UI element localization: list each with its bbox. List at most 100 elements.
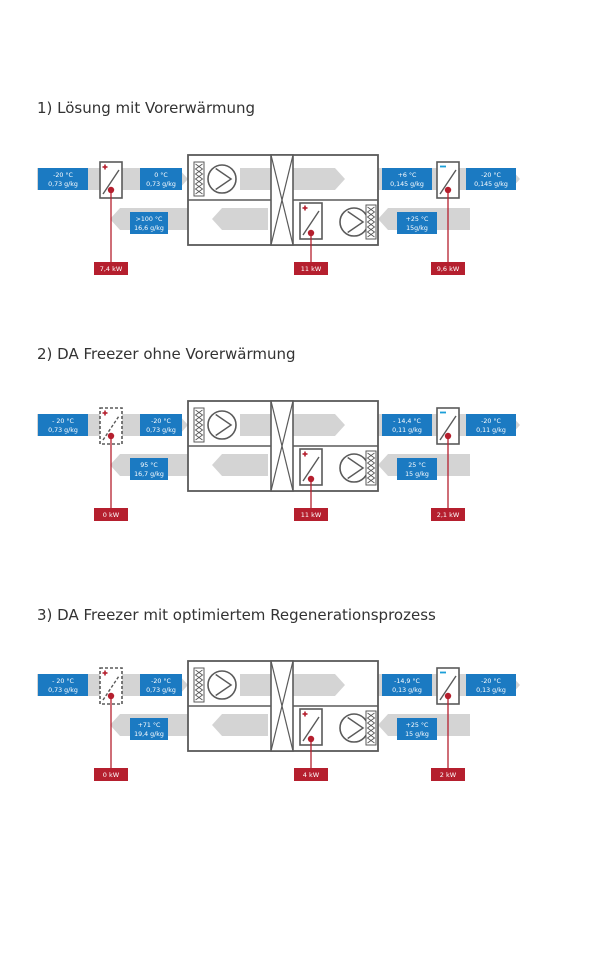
connection-dot: [444, 432, 452, 440]
filter-zigzag: [194, 669, 204, 701]
section-3: 3) DA Freezer mit optimiertem Regenerati…: [0, 0, 591, 624]
connection-dot: [107, 186, 115, 194]
unit-outlet-values: +6 °C0,145 g/kg: [382, 168, 432, 190]
heater-coil-icon: [99, 161, 123, 199]
fan-blade: [215, 413, 233, 437]
humidity-label: 0,73 g/kg: [48, 687, 78, 694]
filter-zigzag: [366, 206, 376, 238]
preheater-power: 7,4 kW: [94, 186, 128, 275]
coil-diagonal: [439, 415, 457, 441]
filter-zigzag: [366, 712, 376, 744]
diagram-2: - 20 °C0,73 g/kg-20 °C0,73 g/kg- 14,4 °C…: [37, 400, 520, 521]
preheated-air-values: 0 °C0,73 g/kg: [140, 168, 182, 190]
temperature-label: +25 °C: [406, 215, 429, 223]
humidity-label: 0,145 g/kg: [474, 181, 508, 188]
unit-outlet-values-bg: [382, 414, 432, 436]
coil-diagonal: [439, 675, 457, 701]
power-label: 0 kW: [103, 511, 120, 519]
inlet-air-values: - 20 °C0,73 g/kg: [38, 414, 88, 436]
fan-housing: [207, 670, 237, 700]
humidity-label: 15 g/kg: [405, 471, 429, 478]
preheated-air-values-bg: [140, 674, 182, 696]
fan-icon: [339, 453, 369, 483]
exhaust-air-values: +71 °C 19,4 g/kg: [130, 718, 168, 740]
power-label: 0 kW: [103, 771, 120, 779]
fan-icon: [339, 207, 369, 237]
heater-coil-icon: [299, 708, 323, 746]
regeneration-air-values-bg: [397, 718, 437, 740]
coil-diagonal: [302, 456, 320, 482]
internal-exhaust-arrow: [212, 714, 268, 736]
inlet-air-values-bg: [38, 414, 88, 436]
temperature-label: +71 °C: [138, 721, 161, 729]
temperature-label: -20 °C: [151, 677, 171, 685]
preheated-air-values-bg: [140, 168, 182, 190]
exhaust-air-values: >100 °C16,6 g/kg: [130, 212, 168, 234]
power-badge: [431, 768, 465, 781]
unit-outlet-values: -14,9 °C0,13 g/kg: [382, 674, 432, 696]
connection-dot: [307, 229, 315, 237]
heat-exchanger-icon: [270, 660, 294, 752]
temperature-label: - 20 °C: [52, 677, 74, 685]
humidity-label: 0,13 g/kg: [392, 687, 422, 694]
filter-zigzag: [366, 206, 376, 238]
fan-blade: [347, 456, 365, 480]
power-label: 9,6 kW: [437, 265, 460, 273]
coil-diagonal: [102, 169, 120, 195]
humidity-label: 0,73 g/kg: [48, 181, 78, 188]
filter-frame: [193, 161, 205, 197]
filter-frame: [365, 204, 377, 240]
inlet-air-values-bg: [38, 168, 88, 190]
temperature-label: 25 °C: [408, 461, 426, 469]
rotor-diagonal: [270, 154, 294, 246]
filter-frame: [365, 450, 377, 486]
humidity-label: 19,4 g/kg: [134, 731, 164, 738]
regeneration-air-values-bg: [397, 458, 437, 480]
fan-blade: [347, 210, 365, 234]
temperature-label: -20 °C: [481, 417, 501, 425]
connection-dot: [444, 692, 452, 700]
power-badge: [294, 262, 328, 275]
regeneration-air-values: 25 °C 15 g/kg: [397, 458, 437, 480]
power-label: 7,4 kW: [100, 265, 123, 273]
inlet-air-values-bg: [38, 674, 88, 696]
unit-outlet-values-bg: [382, 168, 432, 190]
temperature-label: -20 °C: [481, 171, 501, 179]
supply-air-values-bg: [466, 168, 516, 190]
regeneration-air-values-bg: [397, 212, 437, 234]
heat-exchanger-icon: [270, 154, 294, 246]
supply-air-values-bg: [466, 414, 516, 436]
regen-heater-power: 11 kW: [294, 475, 328, 521]
humidity-label: 0,11 g/kg: [392, 427, 422, 434]
rotor-diagonal: [270, 660, 294, 752]
fan-blade: [347, 716, 365, 740]
heater-coil-icon: [99, 667, 123, 705]
regen-heater-power: 4 kW: [294, 735, 328, 781]
power-label: 11 kW: [301, 265, 322, 273]
diagram-3: - 20 °C 0,73 g/kg -20 °C0,73 g/kg -14,9 °C0…: [37, 660, 520, 781]
power-label: 2,1 kW: [437, 511, 460, 519]
fan-housing: [207, 410, 237, 440]
filter-zigzag: [366, 452, 376, 484]
section-title: 2) DA Freezer ohne Vorerwärmung: [37, 345, 296, 363]
temperature-label: -20 °C: [151, 417, 171, 425]
exhaust-air-values: 95 °C16,7 g/kg: [130, 458, 168, 480]
unit-outlet-values: - 14,4 °C0,11 g/kg: [382, 414, 432, 436]
humidity-label: 15g/kg: [406, 225, 428, 232]
unit-outlet-values-bg: [382, 674, 432, 696]
diagram-1: -20 °C 0,73 g/kg 0 °C0,73 g/kg +6 °C0,145 g…: [37, 154, 520, 275]
power-badge: [294, 508, 328, 521]
filter-zigzag: [194, 409, 204, 441]
dehumidifier-unit: [187, 660, 379, 752]
unit-diagram: - 20 °C 0,73 g/kg -20 °C0,73 g/kg -14,9 °C0…: [37, 660, 520, 781]
humidity-label: 0,11 g/kg: [476, 427, 506, 434]
humidity-label: 15 g/kg: [405, 731, 429, 738]
preheated-air-values: -20 °C0,73 g/kg: [140, 674, 182, 696]
supply-air-values: -20 °C0,13 g/kg: [466, 674, 516, 696]
humidity-label: 0,13 g/kg: [476, 687, 506, 694]
humidity-label: 0,145 g/kg: [390, 181, 424, 188]
supply-air-values-bg: [466, 674, 516, 696]
regen-heater-power: 11 kW: [294, 229, 328, 275]
filter-zigzag: [366, 712, 376, 744]
exhaust-air-values-bg: [130, 718, 168, 740]
